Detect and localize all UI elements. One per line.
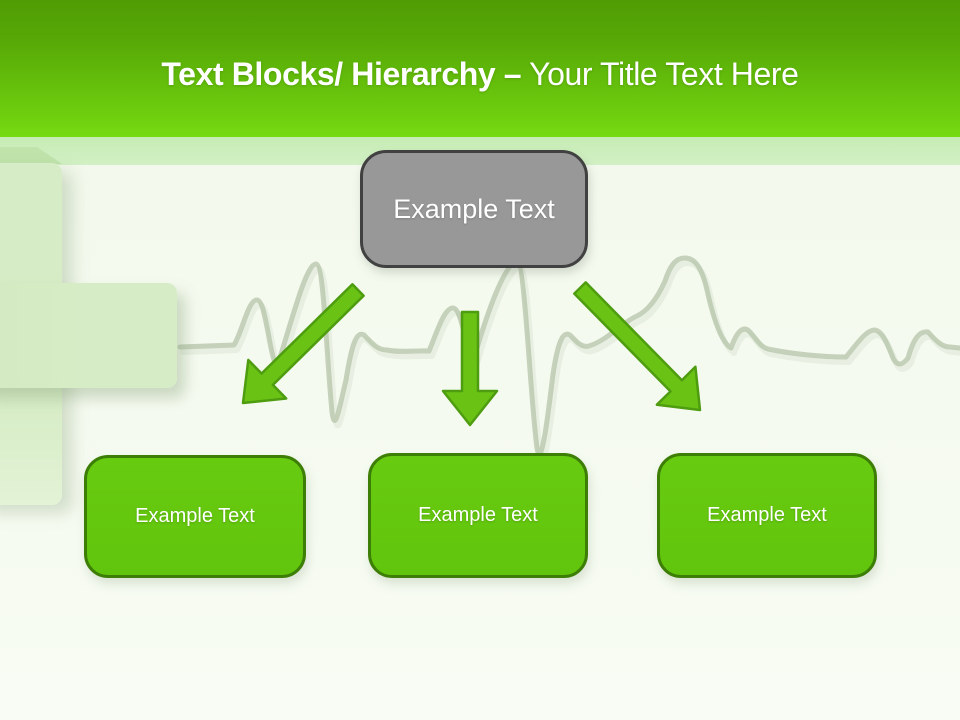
medical-cross-horizontal-bar xyxy=(0,283,177,388)
child-text-block-3[interactable]: Example Text xyxy=(657,453,877,578)
root-text-block[interactable]: Example Text xyxy=(360,150,588,268)
slide-title: Text Blocks/ Hierarchy – Your Title Text… xyxy=(161,44,799,93)
slide-title-bold: Text Blocks/ Hierarchy – xyxy=(161,56,522,92)
root-text-block-label: Example Text xyxy=(393,193,555,224)
child-text-block-3-label: Example Text xyxy=(707,504,827,526)
child-text-block-1[interactable]: Example Text xyxy=(84,455,306,578)
slide-title-regular: Your Title Text Here xyxy=(521,56,799,92)
arrow-down-right-icon xyxy=(573,281,702,412)
ekg-line-path xyxy=(177,255,960,457)
child-text-block-2-label: Example Text xyxy=(418,504,538,526)
child-text-block-1-label: Example Text xyxy=(135,505,255,527)
arrow-down-left-icon xyxy=(241,283,365,405)
arrow-down-icon xyxy=(441,310,499,427)
child-text-block-2[interactable]: Example Text xyxy=(368,453,588,578)
slide-header-band: Text Blocks/ Hierarchy – Your Title Text… xyxy=(0,0,960,137)
